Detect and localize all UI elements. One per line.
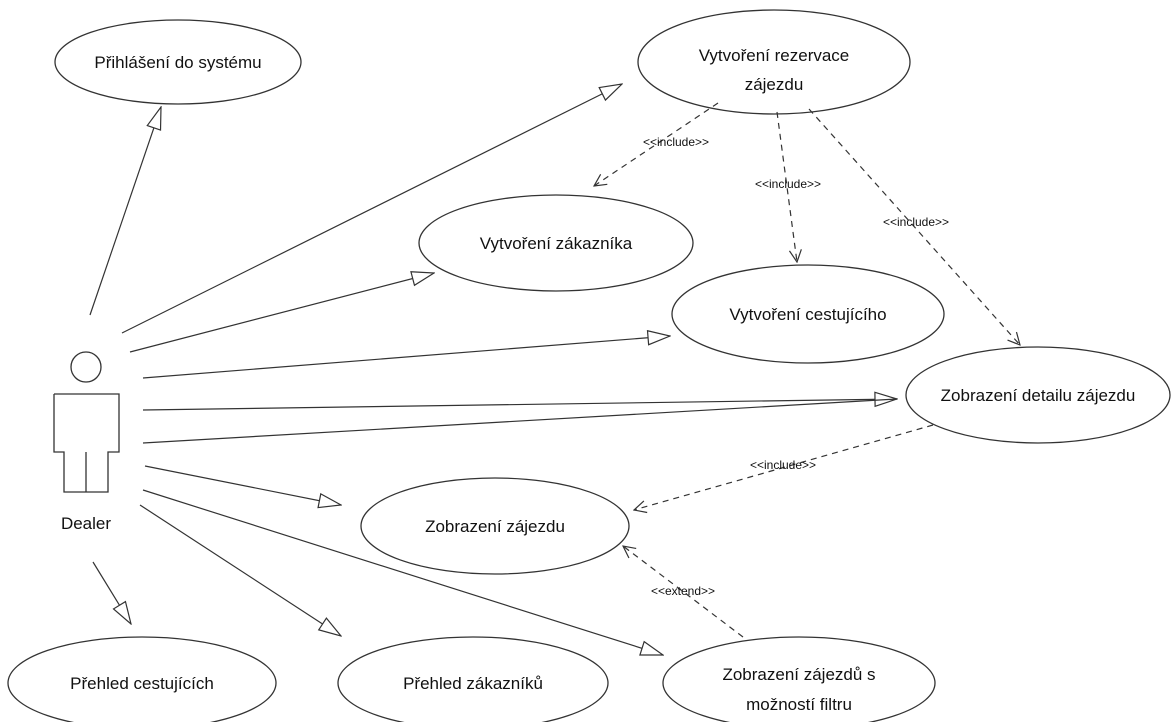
association-create-reservation <box>121 84 622 334</box>
use-case-travelers-overview: Přehled cestujících <box>7 636 277 722</box>
use-case-label: Přehled zákazníků <box>403 674 543 693</box>
include-label: <<include>> <box>883 215 949 229</box>
include-detail-line <box>808 108 1020 345</box>
association-travelers-overview <box>92 561 131 624</box>
use-case-label: Vytvoření rezervace <box>699 46 850 65</box>
include-customer-line <box>594 102 719 186</box>
use-case-label: Zobrazení detailu zájezdu <box>941 386 1136 405</box>
use-case-label: Zobrazení zájezdů s <box>722 665 875 684</box>
association-tour-detail <box>142 399 897 411</box>
association-login <box>89 107 161 316</box>
use-case-create-customer: Vytvoření zákazníka <box>418 194 694 292</box>
association-show-tour <box>144 465 341 505</box>
include-label: <<include>> <box>750 458 816 472</box>
use-case-label: Vytvoření zákazníka <box>480 234 633 253</box>
use-case-customers-overview: Přehled zákazníků <box>337 636 609 722</box>
use-case-login: Přihlášení do systému <box>54 19 302 105</box>
include-label: <<include>> <box>643 135 709 149</box>
include-show-line <box>634 424 934 510</box>
include-label: <<include>> <box>755 177 821 191</box>
use-case-label: Přihlášení do systému <box>94 53 261 72</box>
association-customers-overview <box>139 504 341 636</box>
use-case-label: zájezdu <box>745 75 804 94</box>
actor-dealer <box>53 351 120 493</box>
use-case-create-traveler: Vytvoření cestujícího <box>671 264 945 364</box>
association-filter-tours <box>142 489 663 655</box>
association-create-customer <box>129 273 434 353</box>
use-case-label: Zobrazení zájezdu <box>425 517 565 536</box>
use-case-tour-detail: Zobrazení detailu zájezdu <box>905 346 1171 444</box>
use-case-label: Přehled cestujících <box>70 674 214 693</box>
include-traveler-line <box>776 111 797 262</box>
use-case-show-tour: Zobrazení zájezdu <box>360 477 630 575</box>
use-case-create-reservation: Vytvoření rezervace zájezdu <box>637 9 911 115</box>
extend-label: <<extend>> <box>651 584 715 598</box>
use-case-label: Vytvoření cestujícího <box>729 305 886 324</box>
use-case-filter-tours: Zobrazení zájezdů s možností filtru <box>662 636 936 722</box>
actor-body <box>53 393 120 493</box>
actor-head <box>70 351 102 383</box>
association-create-traveler <box>142 336 670 379</box>
extend-filter-line <box>623 546 744 638</box>
actor-label: Dealer <box>61 514 111 533</box>
use-case-label: možností filtru <box>746 695 852 714</box>
association-tour-detail-2 <box>142 398 898 444</box>
